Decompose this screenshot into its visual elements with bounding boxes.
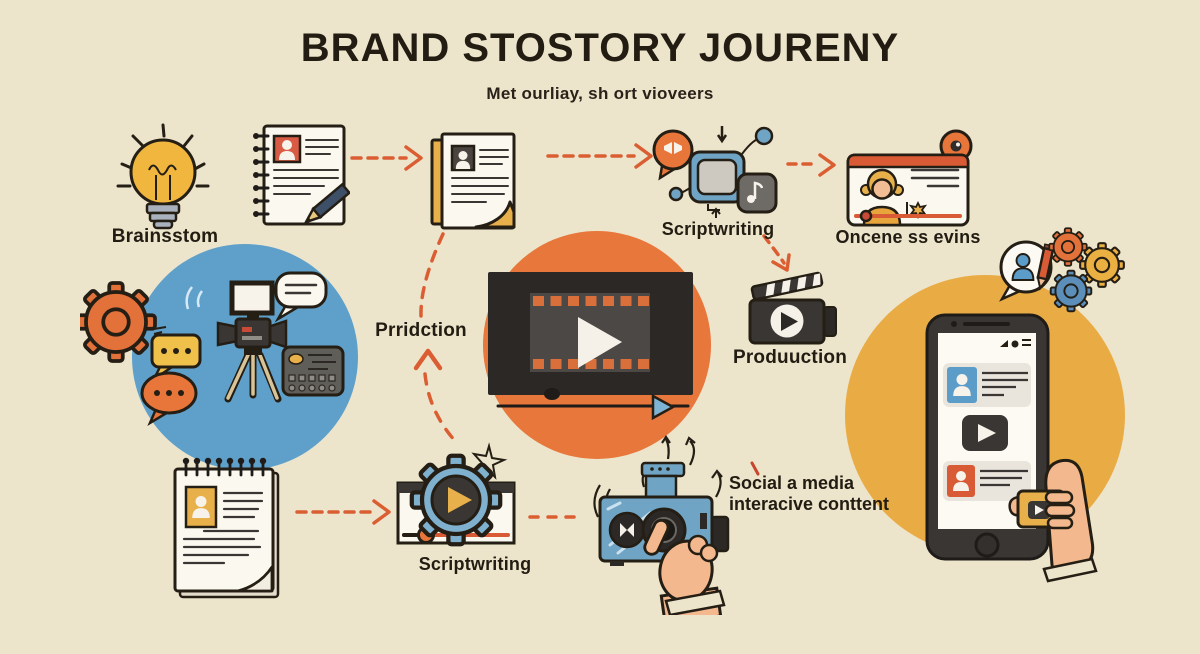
- sleeve-cuff: [664, 589, 726, 615]
- page-subtitle: Met ourliay, sh ort vioveers: [486, 84, 714, 103]
- lightbulb-icon: [116, 123, 210, 230]
- video-camera-tripod-icon: [216, 280, 288, 403]
- node-dot: [754, 126, 774, 146]
- arrow-scriptwriting-to-production: [762, 234, 791, 272]
- speech-bubble-icon: [274, 271, 328, 323]
- gear-icon: [80, 281, 157, 363]
- spiral-binding: [253, 133, 270, 217]
- label-social-line2: interacive conttent: [729, 494, 890, 514]
- spiral-binding: [182, 457, 267, 477]
- feed-card: [943, 461, 1031, 501]
- play-icon: [781, 312, 798, 331]
- camera-tripod-scene: [80, 244, 358, 470]
- notepad-icon: [173, 457, 280, 599]
- label-production: Produuction: [732, 347, 848, 368]
- holding-hand: [1008, 458, 1098, 583]
- gears-icon: [1048, 227, 1125, 313]
- label-scriptwriting-bottom: Scriptwriting: [418, 554, 532, 574]
- gear-play-icon: [412, 456, 500, 544]
- control-panel-icon: [281, 345, 345, 397]
- label-onscreen: Oncene ss evins: [835, 227, 981, 247]
- arrow-notes-to-document: [350, 145, 423, 171]
- chat-bubble-yellow-icon: [150, 326, 202, 383]
- arrow-scriptwriting-to-onscreen: [786, 153, 836, 177]
- label-social-line1: Social a media: [729, 473, 855, 493]
- arrow-notepad-to-player: [295, 499, 391, 525]
- speech-bubble-icon: [652, 129, 694, 181]
- pencil-icon: [303, 182, 350, 225]
- arrow-up-to-prediction: [413, 348, 458, 444]
- play-icon: [578, 317, 622, 368]
- clapperboard-icon: [748, 271, 837, 345]
- small-play-icon: [651, 393, 676, 421]
- gear-video-player-icon: [396, 442, 516, 550]
- music-note-icon: [736, 172, 778, 214]
- notepad-pencil-icon: [253, 124, 350, 226]
- label-prediction: Prridction: [375, 320, 467, 341]
- film-player-scene: [483, 231, 711, 459]
- sleeve-cuff: [1042, 557, 1098, 583]
- feed-card: [943, 363, 1031, 407]
- camera-hand-icon: [593, 435, 730, 615]
- sketch-marks: [185, 286, 204, 310]
- page-title: BRAND STOSTORY JOURENY: [300, 26, 900, 70]
- document-icon: [430, 132, 516, 230]
- screen-icon: [688, 150, 746, 204]
- chat-device-icon: [652, 126, 778, 218]
- video-presenter-icon: [846, 129, 973, 227]
- label-scriptwriting-top: Scriptwriting: [661, 219, 775, 239]
- film-screen-icon: [488, 272, 693, 421]
- chat-bubble-orange-icon: [140, 371, 198, 427]
- home-button[interactable]: [974, 532, 1000, 558]
- pointing-hand: [643, 518, 726, 615]
- label-brainstorm: Brainsstom: [111, 226, 219, 247]
- dashed-curve-document-down: [419, 232, 445, 318]
- smartphone-hand-scene: [845, 227, 1125, 583]
- smartphone-icon: [925, 313, 1050, 561]
- video-thumbnail[interactable]: [962, 415, 1008, 451]
- status-icons: [1000, 339, 1031, 348]
- progress-dot[interactable]: [859, 209, 873, 223]
- arrow-document-to-scriptwriting: [546, 143, 653, 169]
- node-dot: [668, 186, 684, 202]
- label-social-media: Social a media interacive conttent: [729, 473, 909, 515]
